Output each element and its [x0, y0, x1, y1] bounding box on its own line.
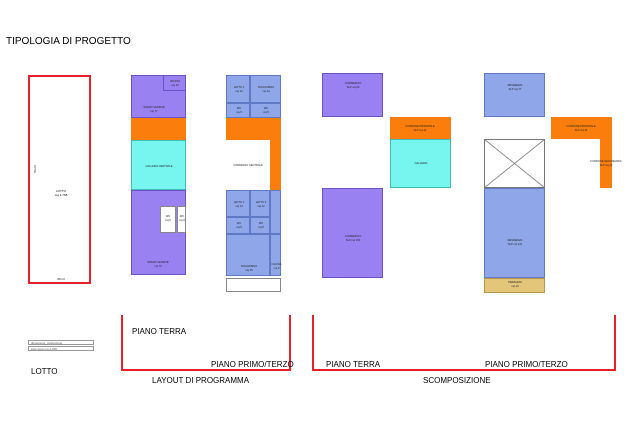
room-area: mq 13 [171, 84, 179, 87]
room-area: SLP mq 60 [346, 86, 360, 89]
scomp-primo-terrazzo: TERRAZZO mq 19 [484, 278, 545, 293]
prog-terra-wc-b: WC mq 6 [177, 206, 186, 233]
room-label: TERRAZZO [508, 281, 522, 284]
prog-primo-wc-bottom-b: WC mq 5 [250, 217, 270, 234]
prog-primo-letto-1-top: LETTO 1 mq 14 [226, 75, 250, 103]
room-area: mq 19 [511, 285, 519, 288]
room-label: COMMERCIO [344, 235, 362, 238]
void-cross-icon [484, 139, 545, 188]
prog-terra-ufficio: UFFICIO mq 13 [163, 75, 186, 91]
programma-caption: LAYOUT DI PROGRAMMA [152, 376, 250, 385]
prog-primo-wc-top-a: WC mq 5 [226, 103, 250, 118]
room-label: LETTO 1 [233, 201, 245, 204]
room-label: WC [236, 107, 242, 110]
lotto-bottom-dimension: 26 ml [57, 277, 65, 281]
room-area: mq 25 [245, 269, 253, 272]
room-label: GALLERIA CENTRALE [145, 165, 173, 168]
prog-primo-corridoio-top [226, 118, 281, 140]
scomposizione-caption: SCOMPOSIZIONE [423, 376, 491, 385]
room-area: SLP mq 44 [574, 129, 588, 132]
scomposizione-label-piano-primo: PIANO PRIMO/TERZO [485, 360, 568, 369]
lotto-box-area: mq 4.768 [54, 193, 68, 197]
lotto-info-box: dimensioni_costruzione lotto area mq 4.7… [28, 340, 94, 354]
room-area: mq 5 [236, 111, 242, 114]
lotto-outline: LOTTO mq 4.768 53 ml 26 ml [28, 75, 91, 284]
room-area: SLP mq 44 [413, 129, 427, 132]
lotto-side-dimension: 53 ml [33, 165, 37, 173]
programma-label-piano-primo: PIANO PRIMO/TERZO [211, 360, 294, 369]
prog-terra-wc-a: WC mq 6 [160, 206, 176, 233]
lotto-label: LOTTO [31, 367, 58, 376]
room-area: mq 5 [236, 226, 242, 229]
room-label: SPAZIO VENDITE [143, 106, 165, 109]
scomp-primo-funzione: FUNZIONE PRINCIPALE SLP mq 44 [551, 117, 612, 139]
room-area: mq 9 [273, 267, 280, 270]
room-area: mq 6 [179, 219, 185, 222]
scomp-terra-commercio-bottom: COMMERCIO SLP mq 154 [322, 188, 383, 278]
scomp-primo-residenza-bottom: RESIDENZA SLP mq 141 [484, 188, 545, 278]
room-label: RESIDENZA [507, 239, 523, 242]
info-row-2: lotto area mq 4.768 [28, 346, 94, 351]
prog-primo-cucina: CUCINA mq 9 [270, 234, 281, 276]
prog-terra-corridoio [131, 118, 186, 140]
prog-primo-letto-1-bottom: LETTO 1 mq 14 [226, 190, 250, 217]
room-label: COMMERCIO [344, 82, 362, 85]
room-area: SLP mq 154 [345, 239, 361, 242]
room-area: mq 24 [262, 90, 270, 93]
scomp-primo-void [484, 139, 545, 188]
room-label: LETTO 1 [233, 86, 245, 89]
room-area: mq 6 [165, 219, 171, 222]
room-area: SLP mq 141 [507, 243, 523, 246]
room-label: CORRIDOIO CENTRALE [233, 164, 263, 167]
room-label: SPAZIO VENDITE [147, 261, 169, 264]
page-title: TIPOLOGIA DI PROGETTO [6, 36, 131, 47]
scomposizione-label-piano-terra: PIANO TERRA [326, 360, 381, 369]
prog-primo-corridoio-label-area: CORRIDOIO CENTRALE [226, 140, 270, 190]
room-area: SLP mq 77 [508, 88, 522, 91]
room-area: mq 14 [235, 205, 243, 208]
room-label: FUNZIONE PRINCIPALE [566, 125, 596, 128]
scomp-terra-galleria: GALLERIA [390, 139, 451, 188]
scomp-terra-funzione: FUNZIONE PRINCIPALE SLP mq 44 [390, 117, 451, 139]
prog-primo-side-block [270, 190, 281, 234]
scomposizione-bracket [312, 315, 616, 371]
room-area: mq 14 [235, 90, 243, 93]
room-label: FUNZIONE PRINCIPALE [405, 125, 435, 128]
room-label: FUNZIONE SECONDARIA [590, 160, 622, 163]
prog-terra-spazio-vendite-bottom: SPAZIO VENDITE mq 79 [131, 190, 186, 275]
room-label: CUCINA [271, 263, 282, 266]
room-area: mq 12 [257, 205, 265, 208]
prog-primo-soggiorno-top: SOGGIORNO mq 24 [250, 75, 281, 103]
scomp-terra-commercio-top: COMMERCIO SLP mq 60 [322, 73, 383, 117]
scomp-primo-funzione-secondaria [600, 139, 612, 188]
prog-primo-soggiorno-bottom: SOGGIORNO mq 25 [226, 234, 270, 276]
prog-primo-empty-block [226, 278, 281, 292]
room-label: WC [165, 215, 171, 218]
prog-primo-wc-bottom-a: WC mq 5 [226, 217, 250, 234]
info-row-1: dimensioni_costruzione [28, 340, 94, 345]
prog-terra-galleria: GALLERIA CENTRALE [131, 140, 186, 190]
room-label: WC [236, 222, 242, 225]
programma-bracket [121, 315, 291, 371]
room-area: mq 5 [258, 226, 264, 229]
programma-label-piano-terra: PIANO TERRA [132, 327, 187, 336]
prog-primo-letto-2-bottom: LETTO 2 mq 12 [250, 190, 270, 217]
room-label: GALLERIA [414, 162, 428, 165]
room-area: mq 79 [154, 265, 162, 268]
room-label: LETTO 2 [255, 201, 267, 204]
prog-primo-corridoio-side [270, 140, 281, 190]
room-label: WC [263, 107, 269, 110]
prog-primo-wc-top-b: WC mq 5 [250, 103, 281, 118]
room-label: SOGGIORNO [240, 265, 258, 268]
scomp-primo-residenza-top: RESIDENZA SLP mq 77 [484, 73, 545, 117]
room-area: mq 5 [263, 111, 269, 114]
room-label: SOGGIORNO [257, 86, 275, 89]
room-label: WC [258, 222, 264, 225]
room-label: WC [179, 215, 185, 218]
room-label: UFFICIO [169, 80, 181, 83]
room-area: mq 77 [150, 110, 158, 113]
room-area: SLP mq 20 [599, 164, 613, 167]
lotto-box-label: LOTTO [56, 189, 66, 193]
room-label: RESIDENZA [507, 84, 523, 87]
